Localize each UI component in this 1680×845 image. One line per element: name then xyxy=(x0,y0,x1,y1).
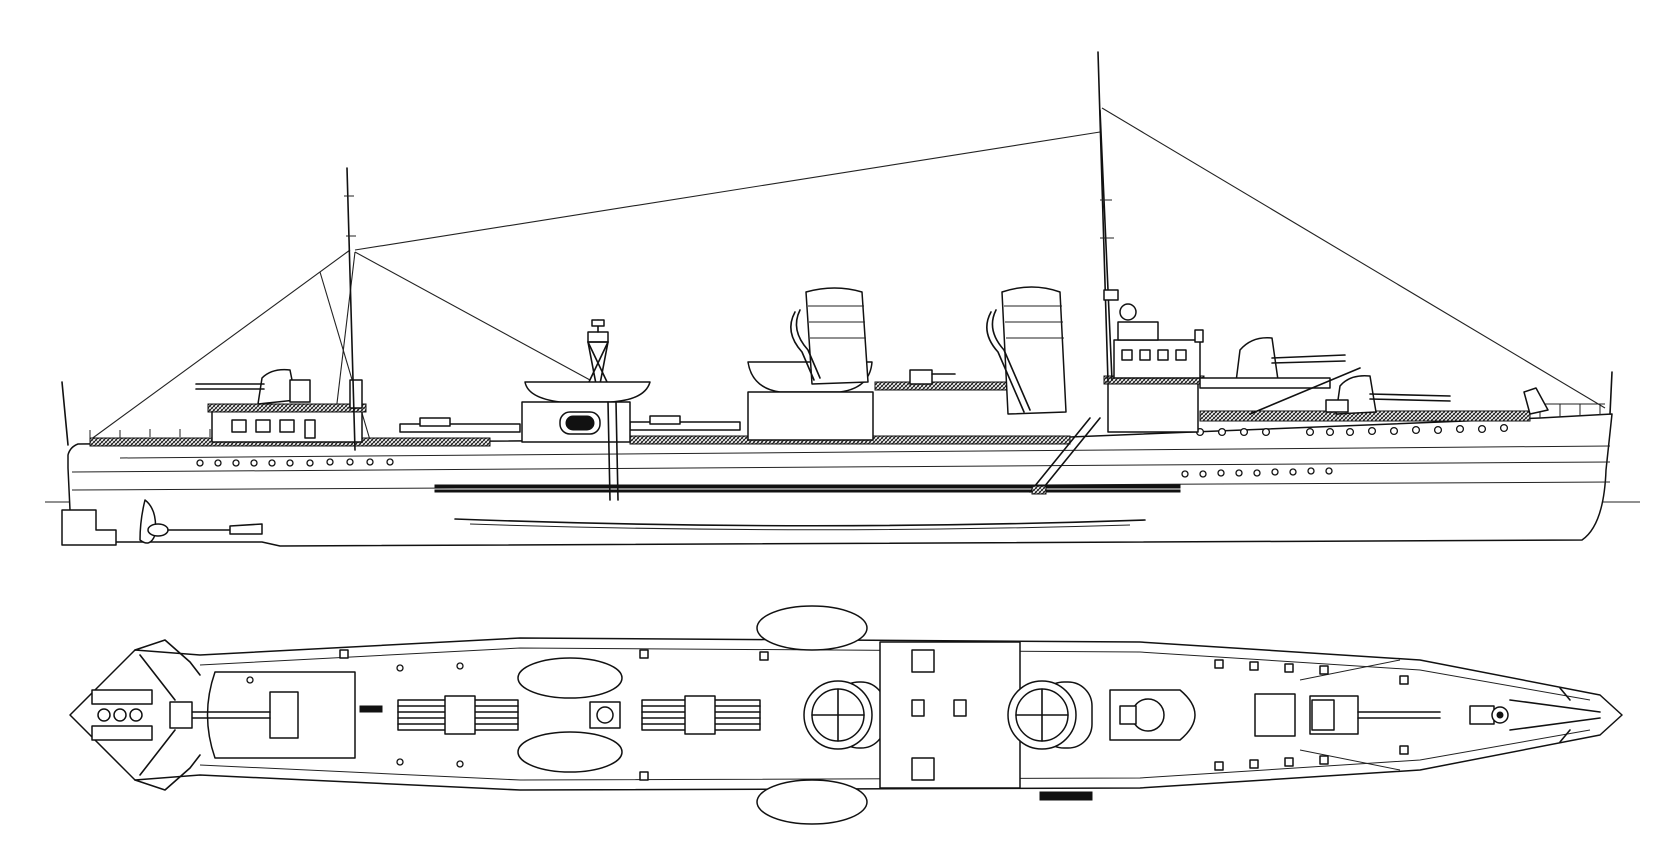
aft-gun-mount xyxy=(195,368,311,405)
stern-depth-charge-rails xyxy=(91,639,201,791)
bilge-keel xyxy=(454,518,1146,527)
rudder xyxy=(61,509,117,546)
propeller xyxy=(139,499,263,544)
funnel-1-plan xyxy=(803,680,886,750)
foremast xyxy=(1097,51,1119,383)
side-elevation xyxy=(45,51,1640,547)
aft-boat-stbd-plan xyxy=(517,731,623,773)
aft-boat-port-plan xyxy=(517,657,623,699)
funnel-2 xyxy=(986,286,1067,415)
aft-deckhouse-plan xyxy=(169,671,383,759)
mid-torpedo-tubes-plan xyxy=(641,695,761,735)
mid-boat-port-plan xyxy=(756,605,868,651)
forward-gun-b xyxy=(1199,337,1346,389)
forward-guns-plan xyxy=(1254,693,1441,737)
rigging xyxy=(89,107,1606,441)
aft-torpedo-tubes-plan xyxy=(397,695,519,735)
plan-view xyxy=(69,605,1623,825)
midship-guns-plan xyxy=(911,649,967,781)
forward-gun-a xyxy=(1325,374,1451,415)
aft-mast xyxy=(344,167,356,451)
aft-deckhouse xyxy=(207,379,367,443)
midship-gun xyxy=(909,369,956,385)
searchlight-platform xyxy=(587,319,609,385)
stern-flagstaff xyxy=(61,381,69,446)
accommodation-ladder-plan xyxy=(1039,791,1093,801)
funnel-2-plan xyxy=(1007,680,1093,750)
aft-boat xyxy=(521,381,651,501)
portholes xyxy=(196,423,1509,478)
mid-boat-stbd-plan xyxy=(756,779,868,825)
hull-side xyxy=(67,413,1613,547)
bridge-plan xyxy=(1109,689,1196,741)
gangway-ladder xyxy=(1029,417,1101,493)
funnel-1 xyxy=(790,287,869,385)
deck-fittings-plan xyxy=(246,649,1409,781)
forecastle-breakwater xyxy=(1523,387,1549,415)
bow-gear-plan xyxy=(1469,687,1601,743)
bridge xyxy=(1103,303,1205,433)
